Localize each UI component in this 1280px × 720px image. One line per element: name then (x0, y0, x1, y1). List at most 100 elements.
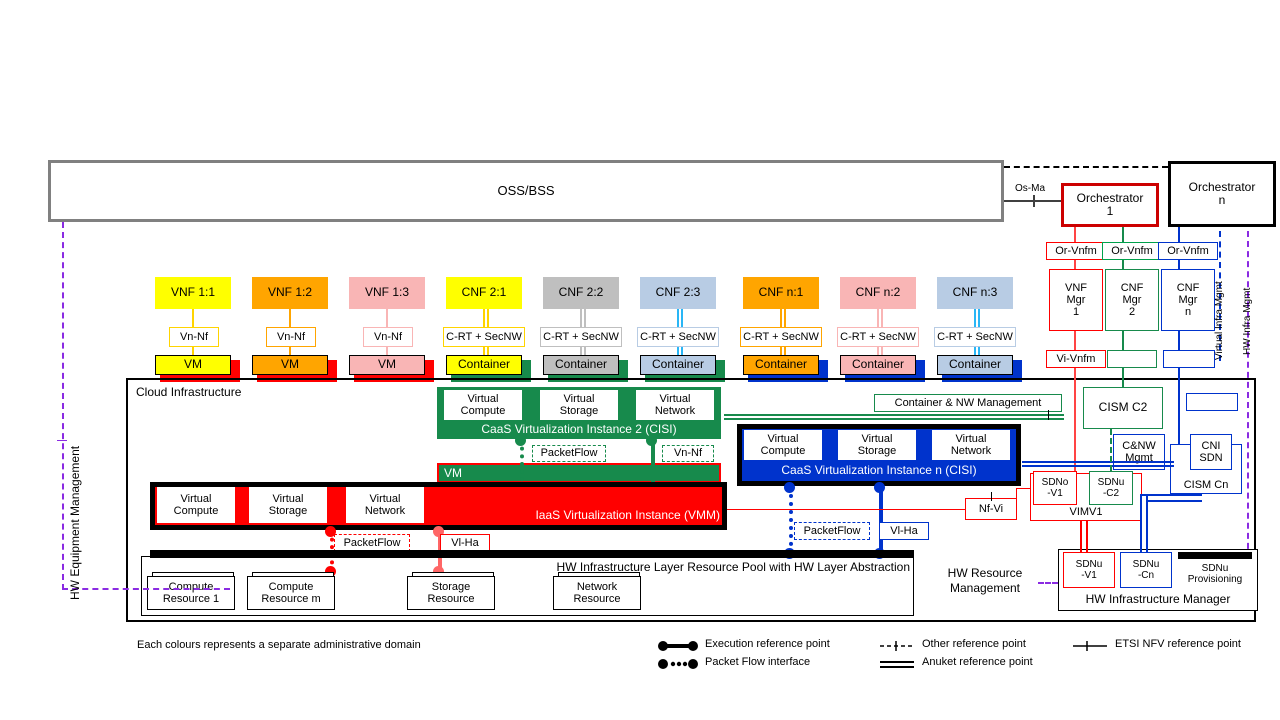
sdnu-v1-box[interactable]: SDNu -V1 (1063, 552, 1115, 588)
vimv1-to-hwim-riser-red-1 (1080, 521, 1082, 552)
cisi-2-virtual-compute[interactable]: Virtual Compute (444, 390, 522, 420)
or-vnfm-tag-2[interactable]: Or-Vnfm (1102, 242, 1162, 260)
host-box-container-5[interactable]: Container (840, 355, 916, 375)
hw-equipment-mgmt-dashed-left (62, 222, 64, 590)
cisi-n-exec-line (879, 486, 883, 554)
vmm-container[interactable] (150, 482, 727, 530)
cnf-mgr-2-box[interactable]: CNF Mgr 2 (1105, 269, 1159, 331)
refpoint-tag-crt-secnw-5[interactable]: C-RT + SecNW (837, 327, 919, 347)
workload-box-vnf-1-1[interactable]: VNF 1:1 (155, 277, 231, 309)
container-nw-management-box[interactable]: Container & NW Management (874, 394, 1062, 412)
empty-tag-green[interactable] (1107, 350, 1157, 368)
orchestrator-1-label-line1: Orchestrator (1076, 190, 1144, 205)
cisi-2-virtual-storage[interactable]: Virtual Storage (540, 390, 618, 420)
refpoint-tag-label: C-RT + SecNW (543, 330, 619, 343)
cisi-n-packetflow-tag[interactable]: PacketFlow (794, 522, 870, 540)
cnf-mgr-n-box[interactable]: CNF Mgr n (1161, 269, 1215, 331)
sdnu-c2-label-line2: -C2 (1102, 488, 1120, 499)
cisi-n-virtual-compute[interactable]: Virtual Compute (744, 430, 822, 460)
resource-label-line1: Network (576, 580, 618, 593)
host-box-container-6[interactable]: Container (937, 355, 1013, 375)
vmm-virtual-network[interactable]: Virtual Network (346, 487, 424, 523)
network-resource[interactable]: Network Resource (553, 576, 641, 610)
cni-sdn-label-line2: SDN (1199, 452, 1223, 464)
workload-box-cnf-2-2[interactable]: CNF 2:2 (543, 277, 619, 309)
compute-resource-m[interactable]: Compute Resource m (247, 576, 335, 610)
workload-box-cnf-n-1[interactable]: CNF n:1 (743, 277, 819, 309)
refpoint-tag-vn-nf-2[interactable]: Vn-Nf (266, 327, 316, 347)
resource-label-line1: Compute (268, 580, 314, 593)
resource-label-line2: Resource 1 (162, 593, 220, 605)
sdnu-cn-box[interactable]: SDNu -Cn (1120, 552, 1172, 588)
cisi-2-packetflow-tag[interactable]: PacketFlow (532, 445, 606, 462)
hw-resource-pool-box[interactable] (141, 556, 914, 616)
host-box-container-1[interactable]: Container (446, 355, 522, 375)
nf-vi-riser (1016, 488, 1017, 510)
host-box-container-3[interactable]: Container (640, 355, 716, 375)
vmm-virtual-storage[interactable]: Virtual Storage (249, 487, 327, 523)
storage-resource[interactable]: Storage Resource (407, 576, 495, 610)
host-box-vm-3[interactable]: VM (349, 355, 425, 375)
cisi-2-vm-label: VM (444, 466, 462, 480)
empty-tag-blue[interactable] (1163, 350, 1215, 368)
host-label: VM (184, 357, 202, 372)
cell-label-line2: Storage (559, 405, 599, 417)
sdno-v1-label-line1: SDNo (1041, 476, 1069, 488)
compute-resource-1[interactable]: Compute Resource 1 (147, 576, 235, 610)
orchestrator-n-box[interactable]: Orchestrator n (1168, 161, 1276, 227)
empty-tag-blue-2[interactable] (1186, 393, 1238, 411)
cism-c2-box[interactable]: CISM C2 (1083, 387, 1163, 429)
orchestrator-1-box[interactable]: Orchestrator 1 (1061, 183, 1159, 227)
workload-label: VNF 1:1 (170, 285, 215, 300)
cisi-2-vm-bar[interactable] (437, 463, 721, 483)
or-vnfm-tag-3[interactable]: Or-Vnfm (1158, 242, 1218, 260)
refpoint-tag-label: Vn-Nf (276, 330, 306, 343)
refpoint-tag-crt-secnw-4[interactable]: C-RT + SecNW (740, 327, 822, 347)
cisi-2-vn-nf-tag[interactable]: Vn-Nf (662, 445, 714, 462)
cni-sdn-box[interactable]: CNI SDN (1190, 434, 1232, 470)
workload-label: CNF n:3 (952, 285, 998, 300)
refpoint-tag-crt-secnw-6[interactable]: C-RT + SecNW (934, 327, 1016, 347)
vnf-mgr-1-box[interactable]: VNF Mgr 1 (1049, 269, 1103, 331)
ossbss-box[interactable]: OSS/BSS (48, 160, 1004, 222)
cell-label-line2: Network (364, 505, 406, 517)
vi-vnfm-tag[interactable]: Vi-Vnfm (1046, 350, 1106, 368)
refpoint-tag-vn-nf-1[interactable]: Vn-Nf (169, 327, 219, 347)
cisi-2-virtual-network[interactable]: Virtual Network (636, 390, 714, 420)
cisi-2-packetflow-dot-top (515, 435, 526, 446)
vmm-vl-ha-tag[interactable]: Vl-Ha (440, 534, 490, 552)
workload-box-vnf-1-3[interactable]: VNF 1:3 (349, 277, 425, 309)
sdnu-c2-box[interactable]: SDNu -C2 (1089, 471, 1133, 505)
sdnu-provisioning-box[interactable]: SDNu Provisioning (1176, 558, 1254, 590)
cnw-mgmt-label-line1: C&NW (1122, 439, 1156, 452)
packet-flow-icon (657, 657, 699, 669)
refpoint-tag-crt-secnw-2[interactable]: C-RT + SecNW (540, 327, 622, 347)
hw-resource-mgmt-line1: HW Resource (947, 566, 1023, 580)
mgr-label-line1: CNF (1120, 281, 1144, 294)
cisi-n-vl-ha-tag[interactable]: Vl-Ha (879, 522, 929, 540)
workload-box-cnf-n-2[interactable]: CNF n:2 (840, 277, 916, 309)
sdnu-cn-label-line1: SDNu (1132, 558, 1160, 570)
cismcn-to-riser-horiz-1 (1140, 494, 1202, 496)
host-box-vm-2[interactable]: VM (252, 355, 328, 375)
workload-box-cnf-n-3[interactable]: CNF n:3 (937, 277, 1013, 309)
nf-vi-tag[interactable]: Nf-Vi (965, 498, 1017, 520)
workload-box-vnf-1-2[interactable]: VNF 1:2 (252, 277, 328, 309)
cisi-n-virtual-network[interactable]: Virtual Network (932, 430, 1010, 460)
host-box-container-4[interactable]: Container (743, 355, 819, 375)
refpoint-tag-label: C-RT + SecNW (446, 330, 522, 343)
cisi-n-virtual-storage[interactable]: Virtual Storage (838, 430, 916, 460)
refpoint-tag-crt-secnw-3[interactable]: C-RT + SecNW (637, 327, 719, 347)
or-vnfm-tag-1[interactable]: Or-Vnfm (1046, 242, 1106, 260)
workload-box-cnf-2-3[interactable]: CNF 2:3 (640, 277, 716, 309)
host-box-vm-1[interactable]: VM (155, 355, 231, 375)
refpoint-tag-crt-secnw-1[interactable]: C-RT + SecNW (443, 327, 525, 347)
vmm-packetflow-tag[interactable]: PacketFlow (334, 534, 410, 552)
sdno-v1-box[interactable]: SDNo -V1 (1033, 471, 1077, 505)
refpoint-tag-vn-nf-3[interactable]: Vn-Nf (363, 327, 413, 347)
workload-box-cnf-2-1[interactable]: CNF 2:1 (446, 277, 522, 309)
cell-label-line1: Virtual (369, 492, 401, 505)
or-vnfm-label: Or-Vnfm (1055, 244, 1097, 257)
vmm-virtual-compute[interactable]: Virtual Compute (157, 487, 235, 523)
host-box-container-2[interactable]: Container (543, 355, 619, 375)
